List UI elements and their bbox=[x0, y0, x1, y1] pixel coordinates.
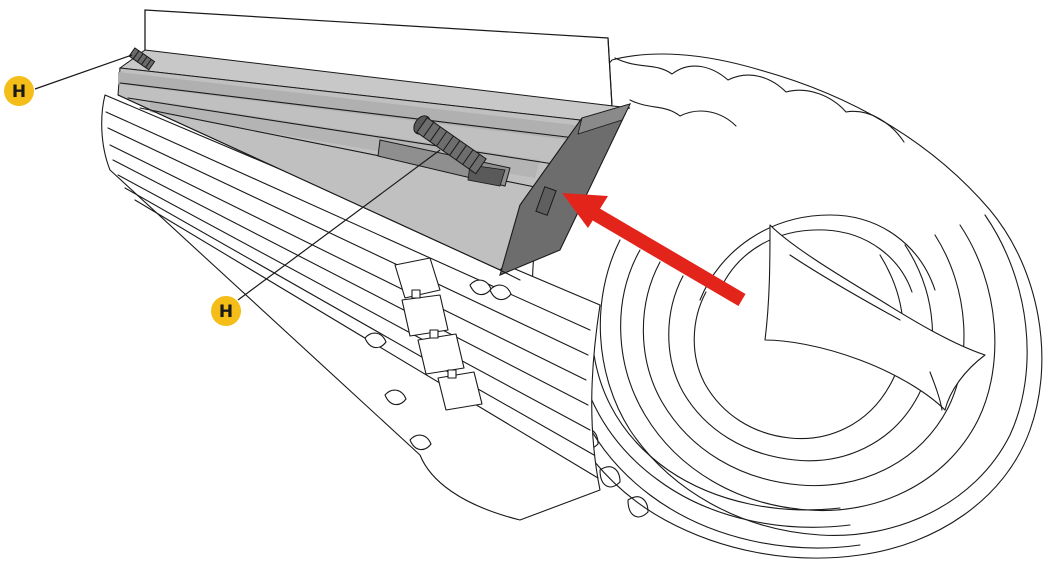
mat-segments bbox=[101, 94, 601, 521]
end-cap-slot bbox=[535, 186, 557, 216]
screw-icon bbox=[128, 47, 487, 175]
segment-clips bbox=[364, 257, 512, 451]
red-arrow-icon bbox=[562, 193, 746, 307]
rolled-mat bbox=[531, 53, 1043, 559]
callout-badge-h-top: H bbox=[4, 76, 34, 106]
callout-badge-h-middle: H bbox=[211, 296, 241, 326]
rail-assembly bbox=[117, 9, 632, 281]
callout-leaders bbox=[34, 54, 441, 301]
callout-label: H bbox=[219, 302, 233, 322]
callout-label: H bbox=[12, 82, 26, 102]
